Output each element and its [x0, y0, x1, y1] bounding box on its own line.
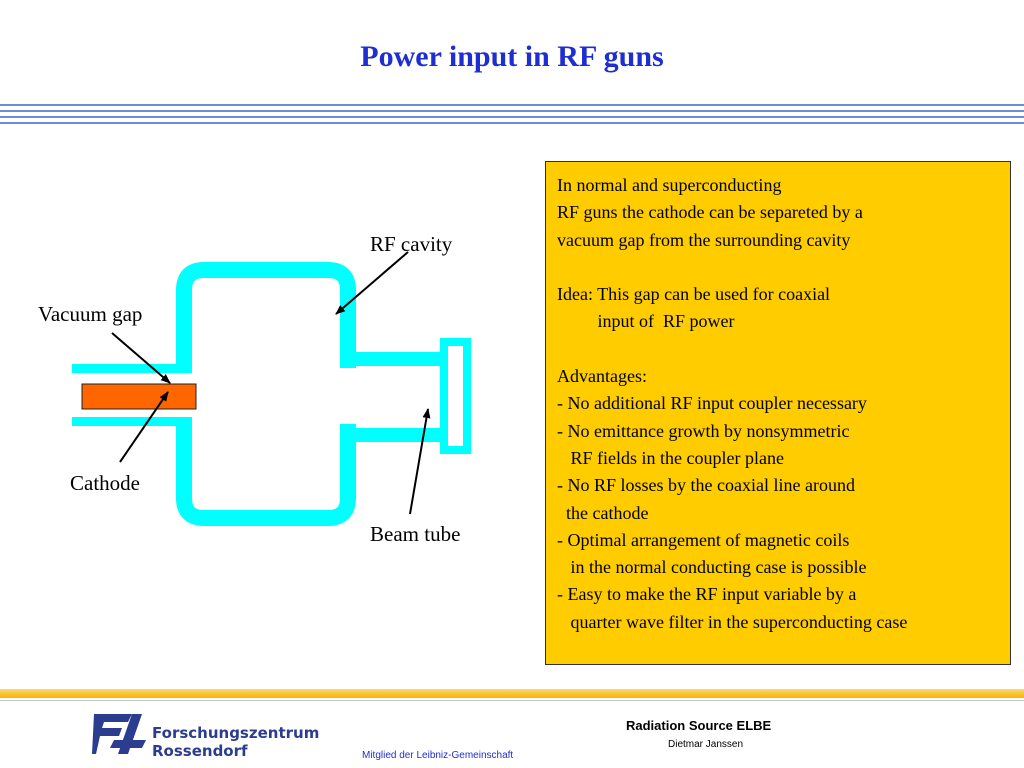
- info-line: In normal and superconducting: [557, 175, 782, 195]
- rf-gun-diagram: [72, 251, 471, 526]
- beam-tube-bottom: [344, 428, 442, 442]
- project-name: Radiation Source ELBE: [626, 718, 772, 733]
- beam-tube-flange: [440, 338, 471, 454]
- footer-band: [0, 689, 1024, 698]
- info-line: [557, 336, 1010, 363]
- logo-line1: Forschungszentrum: [152, 724, 320, 742]
- membership-text: Mitglied der Leibniz-Gemeinschaft: [362, 750, 514, 761]
- header-rule: [0, 116, 1024, 118]
- logo-line2: Rossendorf: [152, 742, 248, 760]
- rf-cavity-arrow: [335, 251, 409, 315]
- info-line: input of RF power: [557, 311, 735, 332]
- beam-tube-top: [344, 352, 442, 366]
- info-line: quarter wave filter in the superconducti…: [557, 611, 908, 632]
- fzr-logo-icon: [92, 714, 146, 754]
- rf-cavity-label: RF cavity: [370, 232, 453, 256]
- info-line: RF guns the cathode can be separeted by …: [557, 202, 863, 223]
- info-line: the cathode: [557, 502, 649, 523]
- cavity-right-opening: [338, 368, 360, 424]
- cathode-rod: [81, 383, 197, 410]
- info-line: - No RF losses by the coaxial line aroun…: [557, 475, 855, 496]
- info-line: Advantages:: [557, 366, 647, 387]
- author-name: Dietmar Janssen: [668, 739, 744, 750]
- info-box: In normal and superconducting RF guns th…: [545, 161, 1011, 665]
- info-line: - No additional RF input coupler necessa…: [557, 393, 867, 414]
- info-line: [557, 254, 1010, 281]
- cathode-label: Cathode: [70, 471, 140, 495]
- info-line: - No emittance growth by nonsymmetric: [557, 420, 850, 441]
- info-line: in the normal conducting case is possibl…: [557, 557, 867, 578]
- info-line: Idea: This gap can be used for coaxial: [557, 284, 831, 305]
- slide-title: Power input in RF guns: [360, 40, 664, 73]
- info-line: - Easy to make the RF input variable by …: [557, 584, 857, 605]
- header-rule: [0, 104, 1024, 106]
- footer-rule: [0, 700, 1024, 701]
- vacuum-gap-label: Vacuum gap: [38, 302, 143, 326]
- cathode-arrow: [119, 391, 169, 463]
- info-line: vacuum gap from the surrounding cavity: [557, 229, 851, 250]
- info-line: RF fields in the coupler plane: [557, 447, 784, 468]
- header-rule: [0, 122, 1024, 124]
- beam-tube-label: Beam tube: [370, 522, 461, 546]
- info-line: - Optimal arrangement of magnetic coils: [557, 529, 850, 550]
- header-rule: [0, 110, 1024, 112]
- coax-outer-bottom: [72, 417, 192, 426]
- beam-tube-arrow: [409, 408, 431, 515]
- cavity-wall: [176, 262, 356, 526]
- vacuum-gap-arrow: [111, 332, 171, 384]
- coax-outer-top: [72, 364, 192, 373]
